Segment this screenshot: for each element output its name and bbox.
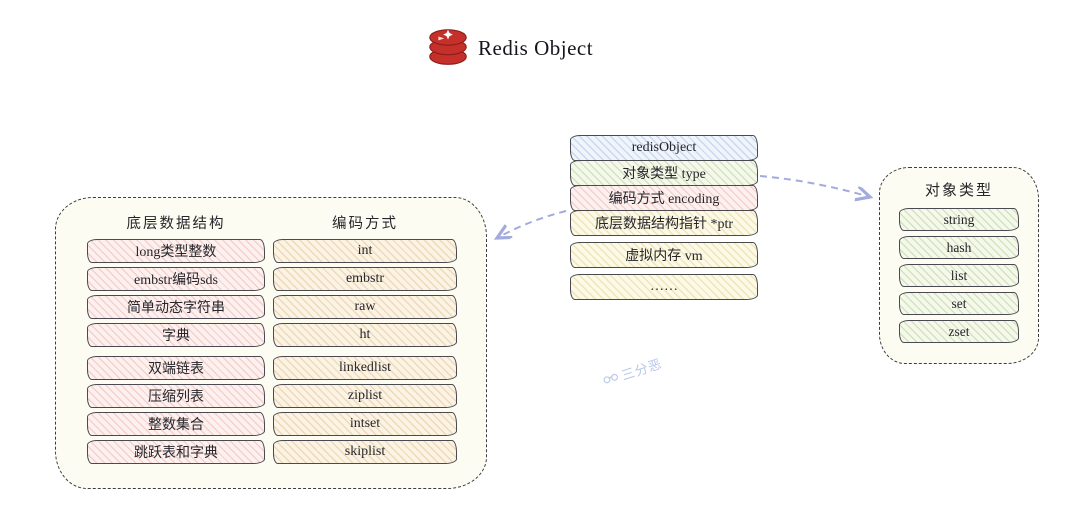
encoding-cell: intset [273,412,457,436]
structure-cell: 跳跃表和字典 [87,440,265,464]
column-header-encoding: 编码方式 [332,216,398,232]
center-row-redisobject: redisObject [570,135,758,161]
redis-object-stack: redisObject 对象类型 type 编码方式 encoding 底层数据… [570,135,758,300]
object-types-panel: 对象类型 string hash list set zset [879,167,1039,364]
object-types-title: 对象类型 [924,183,993,199]
center-row-encoding: 编码方式 encoding [570,185,758,211]
type-item-zset: zset [899,320,1019,343]
encoding-cell: skiplist [273,440,457,464]
structure-encoding-table: 底层数据结构 编码方式 long类型整数 int embstr编码sds emb… [87,213,486,464]
arrow-to-structures [497,210,567,238]
structure-cell: 压缩列表 [87,384,265,408]
encoding-cell: linkedlist [273,356,457,380]
type-item-set: set [899,292,1019,315]
column-header-structure: 底层数据结构 [126,216,226,232]
structure-cell: 简单动态字符串 [87,295,265,319]
structure-cell: 整数集合 [87,412,265,436]
type-item-hash: hash [899,236,1019,259]
type-item-string: string [899,208,1019,231]
center-row-ellipsis: …… [570,274,758,300]
redis-logo-icon [429,29,467,65]
structure-cell: embstr编码sds [87,267,265,291]
structure-cell: long类型整数 [87,239,265,263]
center-row-ptr: 底层数据结构指针 *ptr [570,210,758,236]
watermark-text: 三分恶 [619,355,665,384]
center-row-type: 对象类型 type [570,160,758,186]
structure-cell: 字典 [87,323,265,347]
encoding-cell: ht [273,323,457,347]
watermark-glasses-icon [603,373,619,384]
data-structures-panel: 底层数据结构 编码方式 long类型整数 int embstr编码sds emb… [55,197,487,489]
page-title: Redis Object [478,35,594,60]
structure-cell: 双端链表 [87,356,265,380]
header: Redis Object [425,26,593,70]
encoding-cell: raw [273,295,457,319]
watermark: 三分恶 [601,353,665,390]
encoding-cell: embstr [273,267,457,291]
encoding-cell: ziplist [273,384,457,408]
type-item-list: list [899,264,1019,287]
center-row-vm: 虚拟内存 vm [570,242,758,268]
encoding-cell: int [273,239,457,263]
arrow-to-object-types [759,175,870,197]
